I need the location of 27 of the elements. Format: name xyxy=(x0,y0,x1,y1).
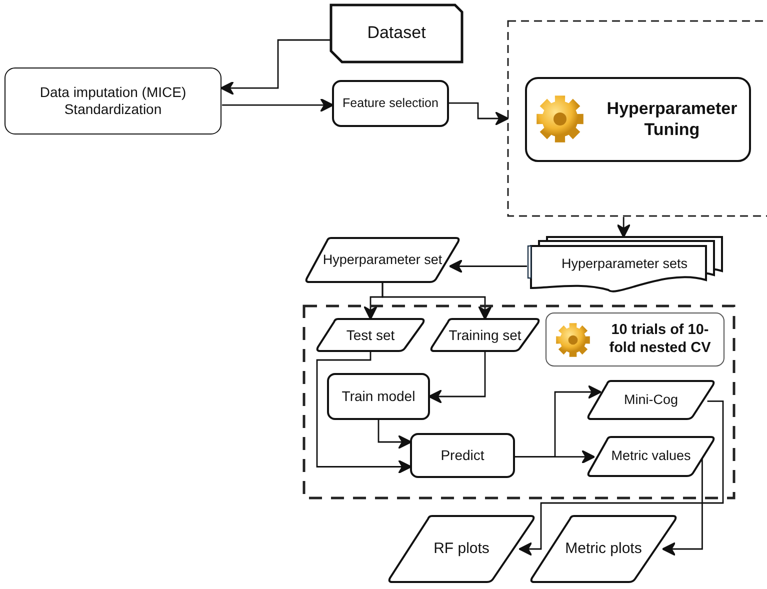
node-label: Mini-Cog xyxy=(624,392,678,408)
arrow xyxy=(448,259,527,274)
node-label: Hyperparameter sets xyxy=(561,256,688,272)
node-label: Test set xyxy=(346,326,395,344)
arrow xyxy=(515,450,596,464)
node-label: Hyperparameter set xyxy=(322,252,442,268)
node-label: Train model xyxy=(342,388,416,405)
node-label: Data imputation (MICE) Standardization xyxy=(38,84,188,118)
arrow xyxy=(662,458,703,556)
arrow xyxy=(449,102,509,126)
arrow xyxy=(428,352,486,404)
arrow xyxy=(220,39,330,95)
node-label: Training set xyxy=(448,326,522,344)
node-label: Hyperparameter Tuning xyxy=(606,99,738,140)
node-label: Predict xyxy=(440,447,484,464)
node-label: Feature selection xyxy=(342,96,438,111)
arrow xyxy=(222,98,334,112)
node-label: Metric plots xyxy=(565,540,642,558)
node-label: RF plots xyxy=(434,540,490,558)
arrow xyxy=(616,217,631,238)
node-label: Dataset xyxy=(367,23,426,44)
node-label: Metric values xyxy=(611,448,691,465)
arrow xyxy=(378,420,412,449)
arrow xyxy=(316,352,412,474)
arrow xyxy=(518,400,724,556)
arrow xyxy=(382,283,492,320)
node-label: 10 trials of 10-fold nested CV xyxy=(608,322,712,357)
